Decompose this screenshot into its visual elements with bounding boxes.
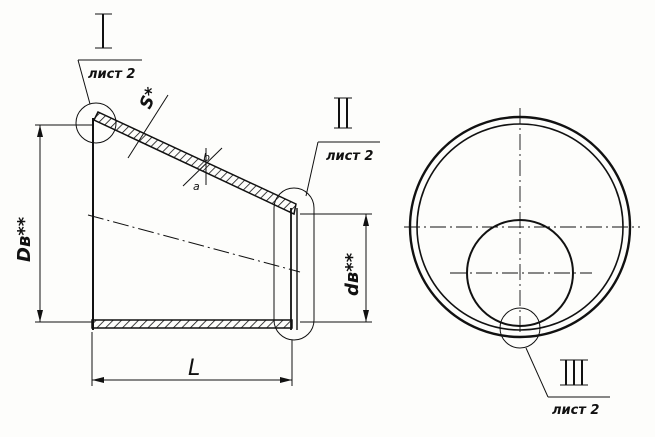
end-view <box>404 108 640 339</box>
small-diameter-label: dв** <box>342 252 363 296</box>
detail-I <box>75 13 142 144</box>
section-mark-b: b <box>203 151 210 164</box>
detail-III <box>499 307 610 398</box>
sheet-label-II: лист 2 <box>326 149 373 164</box>
sheet-label-I: лист 2 <box>88 67 135 82</box>
wall-thickness-label: S* <box>136 85 163 112</box>
section-line <box>182 147 223 187</box>
cone-axis <box>87 214 301 273</box>
dimension-small-diameter <box>300 213 372 323</box>
large-diameter-label: Dв** <box>14 216 35 262</box>
bottom-wall-section <box>91 319 293 329</box>
detail-II <box>273 97 380 341</box>
length-label: L <box>188 356 200 381</box>
dimension-length <box>91 332 293 386</box>
side-view <box>87 94 301 330</box>
sheet-label-III: лист 2 <box>552 403 599 418</box>
thickness-leader <box>127 94 169 159</box>
section-mark-a: a <box>193 180 200 193</box>
dimension-large-diameter <box>35 124 92 323</box>
top-wall-section <box>92 111 297 216</box>
